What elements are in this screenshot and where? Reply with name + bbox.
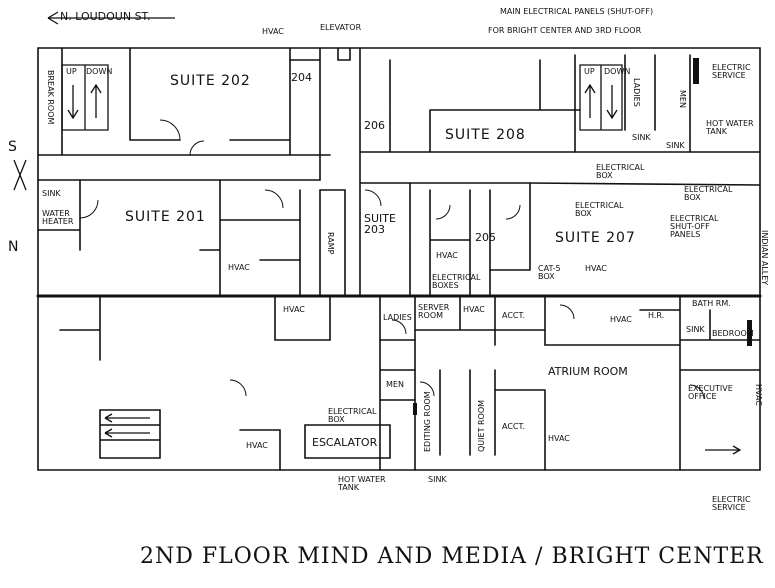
suite-201-label: SUITE 201 bbox=[125, 209, 206, 225]
break-room-label: BREAK ROOM bbox=[46, 70, 55, 125]
suite-203-label: SUITE 203 bbox=[364, 212, 396, 236]
ramp-label: RAMP bbox=[326, 232, 335, 255]
sink-lower: SINK bbox=[428, 475, 447, 484]
hvac-atrium: HVAC bbox=[610, 315, 632, 324]
bath-rm-label: BATH RM. bbox=[692, 299, 731, 308]
men-ne: MEN bbox=[678, 90, 687, 108]
suite-208-label: SUITE 208 bbox=[445, 127, 526, 143]
plan-title: 2ND FLOOR MIND AND MEDIA / BRIGHT CENTER bbox=[140, 544, 764, 569]
compass-north: N bbox=[8, 239, 20, 255]
bedroom-label: BEDROOM bbox=[712, 329, 754, 338]
street-label: N. LOUDOUN ST. bbox=[60, 10, 151, 23]
escalator-label: ESCALATOR bbox=[312, 436, 378, 449]
hvac-201: HVAC bbox=[228, 263, 250, 272]
main-panels-note: MAIN ELECTRICAL PANELS (SHUT-OFF) bbox=[500, 7, 654, 16]
sink-ne-2: SINK bbox=[666, 141, 685, 150]
stair-up-nw: UP bbox=[66, 67, 77, 76]
atrium-room-label: ATRIUM ROOM bbox=[548, 365, 628, 378]
suite-204-label: 204 bbox=[291, 71, 312, 84]
electric-service-marker-east bbox=[747, 320, 752, 346]
server-room-label: SERVER ROOM bbox=[418, 303, 450, 320]
ladies-lower: LADIES bbox=[383, 313, 412, 322]
ladies-ne: LADIES bbox=[632, 78, 641, 107]
electrical-shutoff-label: ELECTRICAL SHUT-OFF PANELS bbox=[670, 214, 719, 239]
hvac-205: HVAC bbox=[436, 251, 458, 260]
elevator-label: ELEVATOR bbox=[320, 23, 362, 32]
electric-service-top-label: ELECTRIC SERVICE bbox=[712, 63, 751, 80]
electric-service-marker-top bbox=[693, 58, 699, 84]
electric-service-lower-label: ELECTRIC SERVICE bbox=[712, 495, 751, 512]
suite-205-label: 205 bbox=[475, 231, 496, 244]
electrical-box-corridor: ELECTRICAL BOX bbox=[596, 163, 645, 180]
wall-switch-mark bbox=[413, 403, 417, 415]
suite-202-label: SUITE 202 bbox=[170, 73, 251, 89]
hot-water-tank-top: HOT WATER TANK bbox=[706, 119, 754, 136]
sink-nw: SINK bbox=[42, 189, 61, 198]
sink-ne-1: SINK bbox=[632, 133, 651, 142]
indian-alley-label: INDIAN ALLEY bbox=[760, 230, 769, 286]
cat5-box-label: CAT-5 BOX bbox=[538, 264, 561, 281]
acct-lower: ACCT. bbox=[502, 422, 525, 431]
compass-south: S bbox=[8, 139, 18, 155]
lower-corridor-wall bbox=[37, 179, 761, 186]
men-lower: MEN bbox=[386, 380, 404, 389]
hvac-lower-left: HVAC bbox=[246, 441, 268, 450]
acct-upper: ACCT. bbox=[502, 311, 525, 320]
hr-label: H.R. bbox=[648, 311, 665, 320]
editing-room-label: EDITING ROOM bbox=[423, 391, 432, 452]
hvac-lower: HVAC bbox=[283, 305, 305, 314]
hot-water-tank-lower: HOT WATER TANK bbox=[338, 475, 386, 492]
stair-up-ne: UP bbox=[584, 67, 595, 76]
electrical-boxes-label: ELECTRICAL BOXES bbox=[432, 273, 481, 290]
electrical-box-east: ELECTRICAL BOX bbox=[684, 185, 733, 202]
suite-206-label: 206 bbox=[364, 119, 385, 132]
hvac-lower-atrium: HVAC bbox=[548, 434, 570, 443]
upper-corridor-wall bbox=[37, 151, 761, 156]
stair-down-nw: DOWN bbox=[86, 67, 113, 76]
executive-office-label: EXECUTIVE OFFICE bbox=[688, 384, 733, 401]
quiet-room-label: QUIET ROOM bbox=[477, 399, 486, 452]
suite-207-label: SUITE 207 bbox=[555, 230, 636, 246]
main-panels-note-2: FOR BRIGHT CENTER AND 3RD FLOOR bbox=[488, 26, 642, 35]
electrical-box-lower: ELECTRICAL BOX bbox=[328, 407, 377, 424]
building-outline bbox=[37, 47, 761, 471]
hvac-207: HVAC bbox=[585, 264, 607, 273]
stair-down-ne: DOWN bbox=[604, 67, 631, 76]
water-heater-label: WATER HEATER bbox=[42, 209, 74, 226]
sink-bath: SINK bbox=[686, 325, 705, 334]
hvac-east: HVAC bbox=[754, 384, 763, 406]
electrical-box-207: ELECTRICAL BOX bbox=[575, 201, 624, 218]
hvac-server: HVAC bbox=[463, 305, 485, 314]
hvac-top: HVAC bbox=[262, 27, 284, 36]
